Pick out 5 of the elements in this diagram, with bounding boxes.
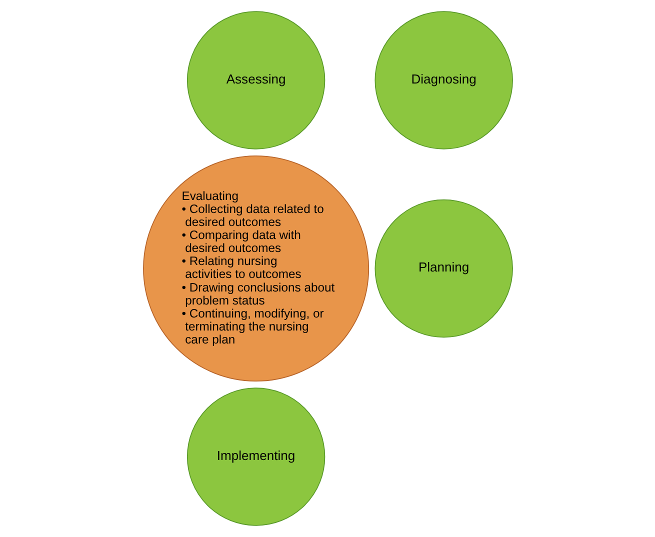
node-circle: Diagnosing [374, 11, 512, 150]
node-circle: Implementing [186, 388, 325, 526]
node-circle: Assessing [186, 11, 325, 150]
node-circle: Planning [374, 199, 512, 338]
node-circle: Evaluating • Collecting data related to desired outcomes • Comparing data with desired outcomes • Relating nursing activities to outcomes • Drawing conclusions about problem status • Continuing, modifying, or terminating the nursing care plan [142, 155, 369, 382]
